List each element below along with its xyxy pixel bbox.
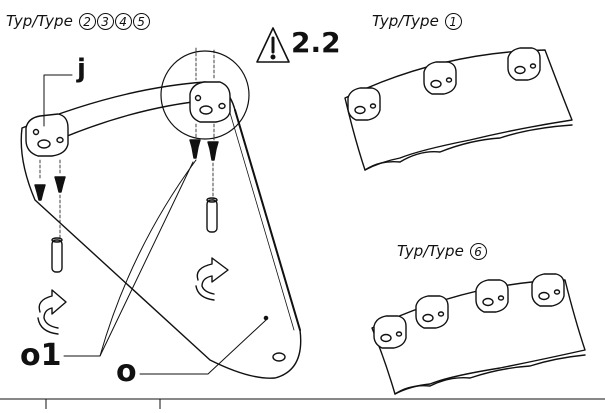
type-number: 2 (78, 13, 96, 30)
part-label-j: j (77, 54, 86, 84)
warning-triangle-icon (256, 27, 290, 63)
type-label-top-right: Typ/Type 1 (372, 12, 462, 30)
right-bracket (189, 81, 231, 123)
type-number: 6 (469, 243, 487, 260)
plate-point (263, 315, 269, 321)
type-number: 4 (114, 13, 132, 30)
plate-hole (272, 352, 286, 362)
detail-type-1 (344, 47, 573, 171)
type-label-bottom-right-prefix: Typ/Type (397, 242, 464, 260)
bracket-b (423, 61, 457, 95)
detail-circle (160, 50, 250, 140)
right-screws (189, 47, 219, 233)
bracket-6a (373, 315, 407, 349)
rotation-arrow-left (37, 289, 67, 335)
type-number: 1 (444, 13, 462, 30)
leader-j (43, 74, 73, 127)
part-label-o: o (116, 354, 137, 389)
rotation-arrow-right (195, 257, 229, 301)
left-bracket (25, 113, 69, 157)
warning-section-ref: 2.2 (291, 26, 341, 59)
type-number: 3 (96, 13, 114, 30)
bracket-6c (475, 279, 509, 313)
bracket-a (347, 87, 381, 121)
type-label-top-right-prefix: Typ/Type (372, 12, 439, 30)
bracket-6d (531, 273, 565, 307)
leader-o (139, 319, 267, 375)
part-label-o1: o1 (20, 338, 62, 373)
type-number: 5 (132, 13, 150, 30)
left-screws (34, 159, 66, 273)
bracket-6b (415, 295, 449, 329)
type-label-main-prefix: Typ/Type (6, 12, 73, 30)
leader-o1-b (99, 159, 197, 357)
detail-type-6 (371, 273, 586, 395)
bracket-c (507, 47, 541, 81)
type-label-bottom-right: Typ/Type 6 (397, 242, 487, 260)
